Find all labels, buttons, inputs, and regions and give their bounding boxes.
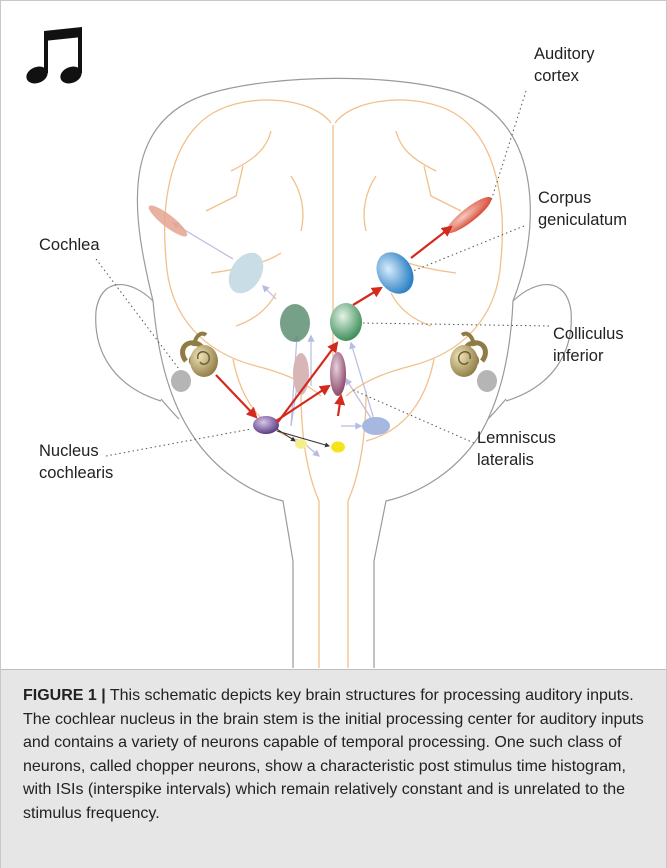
caption-box: FIGURE 1 | This schematic depicts key br… (1, 669, 666, 868)
caption-text: This schematic depicts key brain structu… (23, 687, 644, 822)
right-cochlea (450, 334, 497, 392)
colliculus-inferior (330, 303, 362, 341)
left-colliculus-inferior (280, 304, 310, 342)
lemniscus-lateralis (330, 352, 346, 396)
left-cochlea (171, 334, 218, 392)
superior-olive-right (331, 442, 345, 453)
right-auditory-cortex (443, 192, 496, 238)
leader-lines (96, 91, 549, 456)
left-lemniscus-lateralis (293, 353, 309, 395)
figure-label: FIGURE 1 | (23, 687, 106, 704)
figure-caption: FIGURE 1 | This schematic depicts key br… (23, 684, 651, 826)
left-corpus-geniculatum (222, 246, 271, 299)
superior-olive-left (295, 439, 307, 449)
corpus-geniculatum (369, 245, 421, 300)
left-auditory-cortex (145, 201, 190, 240)
right-nucleus-cochlearis (362, 417, 390, 435)
nucleus-cochlearis (253, 416, 279, 434)
music-note-icon (24, 27, 84, 87)
label-cochlea: Cochlea (39, 236, 100, 254)
